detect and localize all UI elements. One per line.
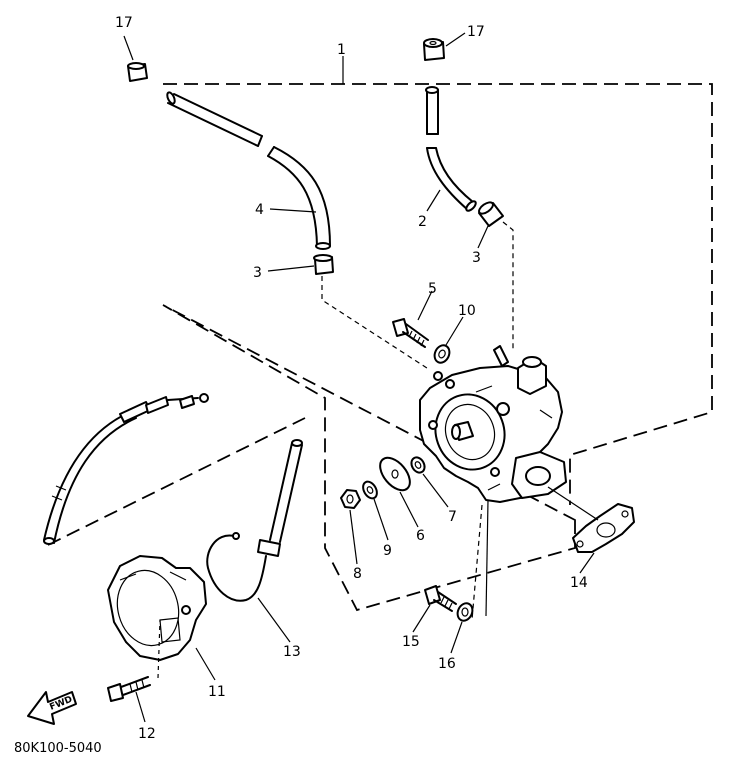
leader-5 <box>417 290 433 321</box>
washer-16 <box>456 602 474 622</box>
dashed-link-right-hose <box>502 221 514 352</box>
bolt-5 <box>392 318 429 348</box>
pump-cover-11 <box>107 555 207 661</box>
cap-17-right <box>423 38 445 61</box>
washer-7 <box>410 456 426 474</box>
leader-8 <box>349 509 358 565</box>
clamp-3-left <box>313 254 334 275</box>
callout-11: 11 <box>208 684 226 700</box>
callout-8: 8 <box>353 566 362 582</box>
leader-14 <box>579 552 595 574</box>
leader-11 <box>195 647 216 681</box>
drawing-code: 80K100-5040 <box>14 741 102 756</box>
hose-4 <box>166 91 331 250</box>
separator-dashed <box>47 417 306 546</box>
assembly-boundary <box>162 83 713 612</box>
leader-3-left <box>267 265 315 272</box>
callout-7: 7 <box>448 509 457 525</box>
callout-10: 10 <box>458 303 476 319</box>
leader-pump-flange <box>485 499 489 617</box>
leader-15 <box>412 604 431 633</box>
leader-13 <box>257 597 291 643</box>
leader-17-right <box>445 32 466 47</box>
dashed-link-left-hose <box>321 276 431 371</box>
callout-9: 9 <box>383 543 392 559</box>
cable-13 <box>206 439 303 602</box>
callout-1: 1 <box>337 42 346 58</box>
fwd-arrow-icon: FWD <box>27 691 77 725</box>
cable-control <box>43 393 209 545</box>
nut-8 <box>340 489 361 509</box>
callout-2: 2 <box>418 214 427 230</box>
washer-10 <box>433 344 451 364</box>
leader-12 <box>135 691 146 723</box>
screw-12 <box>107 619 161 702</box>
callout-6: 6 <box>416 528 425 544</box>
callout-16: 16 <box>438 656 456 672</box>
callout-4: 4 <box>255 202 264 218</box>
hose-2 <box>425 86 477 212</box>
callout-17-right: 17 <box>467 24 485 40</box>
plate-6 <box>379 456 411 492</box>
callout-12: 12 <box>138 726 156 742</box>
cap-17-left <box>127 62 148 82</box>
leader-7 <box>422 473 449 508</box>
clamp-3-right <box>478 201 504 227</box>
bolt-15 <box>424 585 457 612</box>
callout-13: 13 <box>283 644 301 660</box>
callout-14: 14 <box>570 575 588 591</box>
leader-16 <box>450 621 463 654</box>
callout-15: 15 <box>402 634 420 650</box>
leader-10 <box>445 316 464 346</box>
leader-4 <box>269 208 317 213</box>
leader-9 <box>373 498 389 541</box>
gasket-14 <box>572 503 635 553</box>
callout-3-left: 3 <box>253 265 262 281</box>
washer-9 <box>362 480 378 500</box>
leader-14-a <box>547 486 599 521</box>
leader-3-right <box>477 225 489 249</box>
callout-17-left: 17 <box>115 15 133 31</box>
leader-6 <box>399 491 419 528</box>
dashed-link-flange <box>471 504 483 621</box>
oil-pump-body <box>419 345 567 503</box>
callout-5: 5 <box>428 281 437 297</box>
leader-17-left <box>123 35 134 61</box>
callout-3-right: 3 <box>472 250 481 266</box>
leader-2 <box>426 189 441 212</box>
